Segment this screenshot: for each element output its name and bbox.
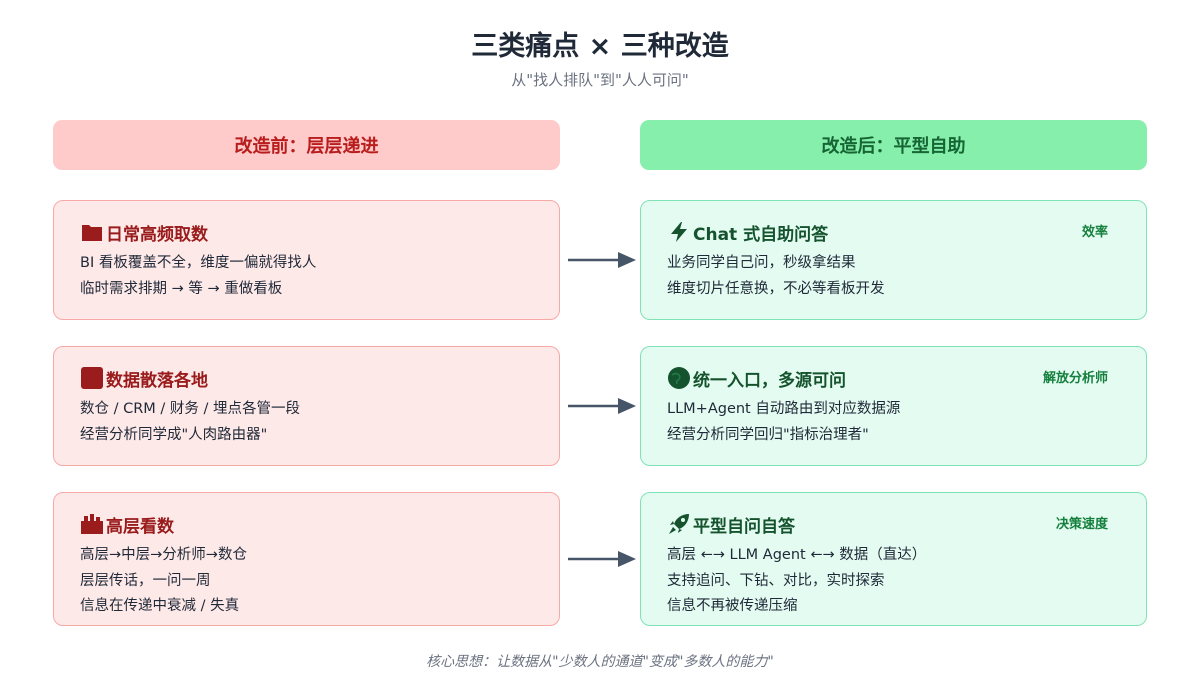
folder-icon bbox=[80, 220, 104, 244]
after-card-chat-self-service: Chat 式自助问答 效率 业务同学自己问，秒级拿结果 维度切片任意换，不必等看… bbox=[640, 200, 1147, 320]
after-card-line: 经营分析同学回归"指标治理者" bbox=[667, 426, 869, 443]
before-card-executive-view: 高层看数 高层→中层→分析师→数仓 层层传话，一问一周 信息在传递中衰减 / 失… bbox=[53, 492, 560, 626]
page-subtitle: 从"找人排队"到"人人可问" bbox=[511, 71, 689, 89]
after-card-title: 平型自问自答 bbox=[693, 516, 795, 537]
before-card-line: 层层传话，一问一周 bbox=[80, 572, 211, 589]
before-column-header: 改造前：层层递进 bbox=[53, 120, 560, 170]
scattered-blocks-icon bbox=[80, 366, 104, 390]
benefit-tag: 效率 bbox=[1081, 225, 1108, 240]
after-card-title: 统一入口，多源可问 bbox=[693, 370, 846, 391]
before-card-line: 经营分析同学成"人肉路由器" bbox=[80, 426, 268, 443]
before-card-line: 数仓 / CRM / 财务 / 埋点各管一段 bbox=[80, 401, 301, 417]
after-card-line: 维度切片任意换，不必等看板开发 bbox=[667, 280, 885, 297]
before-card-line: BI 看板覆盖不全，维度一偏就得找人 bbox=[80, 255, 317, 271]
after-card-flat-qa: 平型自问自答 决策速度 高层 ←→ LLM Agent ←→ 数据（直达） 支持… bbox=[640, 492, 1147, 626]
core-idea-footer: 核心思想：让数据从"少数人的通道"变成"多数人的能力" bbox=[426, 654, 774, 670]
building-icon bbox=[80, 512, 104, 536]
before-card-title: 高层看数 bbox=[106, 516, 174, 537]
benefit-tag: 决策速度 bbox=[1055, 517, 1108, 532]
rocket-icon bbox=[667, 512, 691, 536]
before-card-line: 信息在传递中衰减 / 失真 bbox=[80, 598, 240, 614]
after-column-header: 改造后：平型自助 bbox=[640, 120, 1147, 170]
before-card-scattered-data: 数据散落各地 数仓 / CRM / 财务 / 埋点各管一段 经营分析同学成"人肉… bbox=[53, 346, 560, 466]
before-card-title: 日常高频取数 bbox=[106, 224, 208, 245]
after-card-unified-entry: 统一入口，多源可问 解放分析师 LLM+Agent 自动路由到对应数据源 经营分… bbox=[640, 346, 1147, 466]
arrow-right-icon bbox=[568, 551, 636, 567]
page-title: 三类痛点 × 三种改造 bbox=[471, 31, 729, 62]
after-card-line: 支持追问、下钻、对比，实时探索 bbox=[667, 572, 885, 589]
arrow-right-icon bbox=[568, 398, 636, 414]
arrow-right-icon bbox=[568, 252, 636, 268]
before-card-title: 数据散落各地 bbox=[106, 370, 208, 391]
globe-icon bbox=[667, 366, 691, 390]
after-card-title: Chat 式自助问答 bbox=[693, 224, 829, 245]
after-card-line: LLM+Agent 自动路由到对应数据源 bbox=[667, 401, 901, 417]
before-card-line: 临时需求排期 → 等 → 重做看板 bbox=[80, 280, 283, 297]
after-card-line: 业务同学自己问，秒级拿结果 bbox=[667, 255, 856, 271]
before-card-line: 高层→中层→分析师→数仓 bbox=[80, 547, 247, 563]
after-card-line: 信息不再被传递压缩 bbox=[667, 598, 798, 614]
lightning-icon bbox=[667, 220, 691, 244]
after-card-line: 高层 ←→ LLM Agent ←→ 数据（直达） bbox=[667, 547, 927, 563]
before-card-daily-fetch: 日常高频取数 BI 看板覆盖不全，维度一偏就得找人 临时需求排期 → 等 → 重… bbox=[53, 200, 560, 320]
benefit-tag: 解放分析师 bbox=[1042, 371, 1108, 386]
